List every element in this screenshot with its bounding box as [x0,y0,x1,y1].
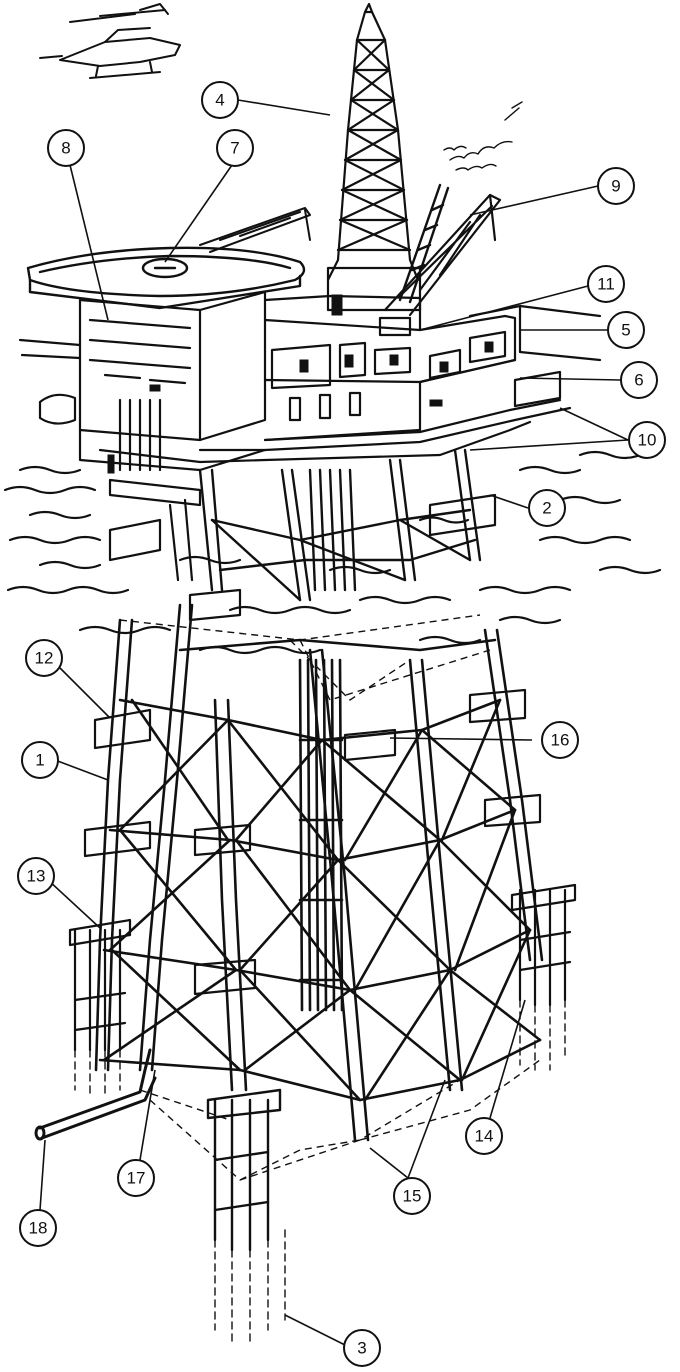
deck-support-legs [198,448,482,602]
callout-leaders [39,99,629,1346]
callout-15: 15 [393,1177,431,1215]
callout-13: 13 [17,857,55,895]
module-dark-details [107,294,494,474]
callout-11: 11 [587,265,625,303]
callout-1: 1 [21,741,59,779]
waterline-leg-clamps [108,493,497,622]
helicopter-illustration [39,3,181,79]
callout-14-label: 14 [475,1127,494,1146]
callout-4-label: 4 [215,91,224,110]
pile-cluster-front [206,1088,286,1346]
callout-7-label: 7 [230,139,239,158]
callout-6-label: 6 [634,371,643,390]
callout-9: 9 [597,167,635,205]
callout-3-label: 3 [357,1339,366,1358]
callout-10: 10 [628,421,666,459]
sea-surface [3,450,662,655]
flare-smoke [443,101,523,171]
callout-11-label: 11 [597,275,615,294]
crane-left [199,207,311,253]
pile-cluster-right [510,883,577,1071]
jacket-hidden-lines [119,614,541,1181]
callout-13-label: 13 [27,867,46,886]
callout-5-label: 5 [621,321,630,340]
crane-right [378,193,502,337]
callout-7: 7 [216,129,254,167]
callout-8: 8 [47,129,85,167]
callout-12-label: 12 [35,649,54,668]
callout-16: 16 [541,721,579,759]
callout-2: 2 [528,489,566,527]
callout-10-label: 10 [638,431,657,450]
callout-17: 17 [117,1159,155,1197]
callout-9-label: 9 [611,177,620,196]
callout-18: 18 [19,1209,57,1247]
callout-16-label: 16 [551,731,570,750]
callout-14: 14 [465,1117,503,1155]
callout-15-label: 15 [403,1187,422,1206]
helideck [26,246,306,310]
callout-8-label: 8 [61,139,70,158]
callout-17-label: 17 [127,1169,146,1188]
drilling-derrick [326,2,422,312]
callout-18-label: 18 [29,1219,48,1238]
callout-5: 5 [607,311,645,349]
jacket-nodes [83,688,542,996]
callout-4: 4 [201,81,239,119]
jacket-structure [94,603,544,1142]
callout-2-label: 2 [542,499,551,518]
callout-3: 3 [343,1329,381,1367]
callout-1-label: 1 [35,751,44,770]
flare-boom [398,183,450,304]
pile-cluster-left [68,918,132,1096]
callout-6: 6 [620,361,658,399]
topsides-modules [18,290,602,507]
callout-12: 12 [25,639,63,677]
